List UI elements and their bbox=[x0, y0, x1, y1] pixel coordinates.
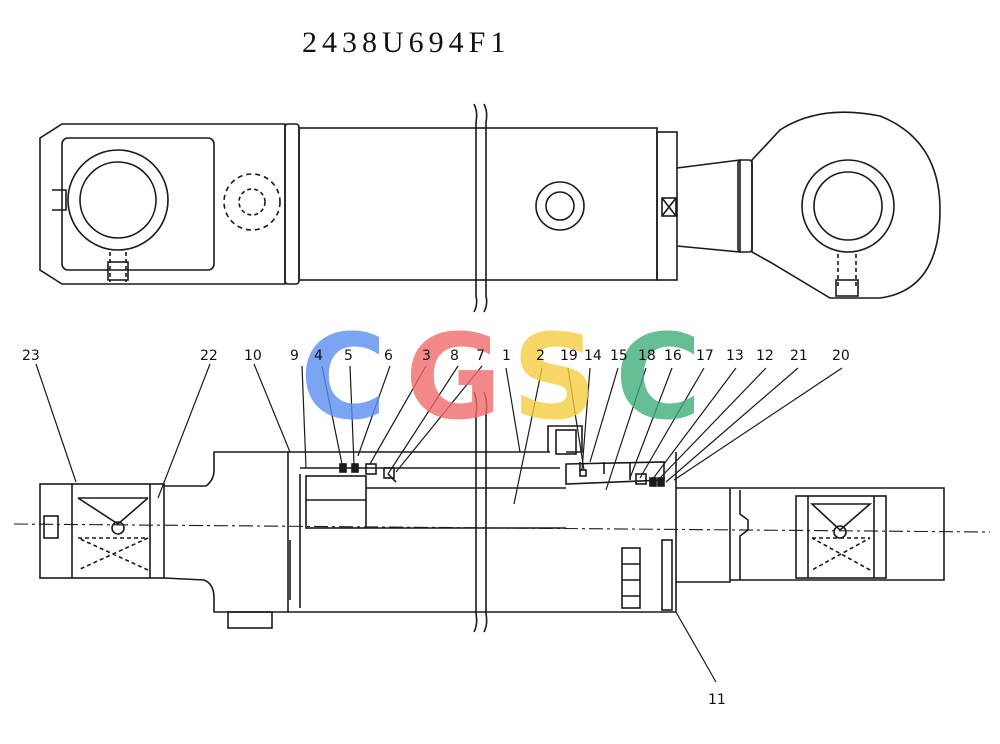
watermark-letter-1: C bbox=[300, 308, 387, 446]
watermark-letter-4: C bbox=[615, 308, 702, 446]
section-view bbox=[13, 391, 991, 633]
watermark-letter-2: G bbox=[405, 308, 502, 446]
callout: 1 bbox=[502, 348, 511, 364]
leader-lines bbox=[35, 363, 843, 683]
callout: 15 bbox=[610, 348, 628, 364]
callout: 16 bbox=[664, 348, 682, 364]
callout: 2 bbox=[536, 348, 545, 364]
watermark: C G S C bbox=[300, 308, 702, 446]
callout: 12 bbox=[756, 348, 774, 364]
top-right-pin-bore bbox=[801, 159, 895, 253]
top-clevis-plate bbox=[61, 137, 215, 271]
top-barrel bbox=[298, 127, 658, 281]
callout: 20 bbox=[832, 348, 850, 364]
top-center-port bbox=[535, 181, 585, 231]
callout: 17 bbox=[696, 348, 714, 364]
top-rod-eye bbox=[751, 111, 941, 299]
callout: 10 bbox=[244, 348, 262, 364]
top-view bbox=[39, 103, 941, 313]
head-body bbox=[163, 451, 289, 613]
callout: 5 bbox=[344, 348, 353, 364]
left-clevis-box bbox=[39, 483, 165, 579]
top-hidden-port bbox=[223, 173, 281, 231]
callout: 22 bbox=[200, 348, 218, 364]
callout-numbers: 23 22 10 9 4 5 6 3 8 7 1 2 19 14 15 18 1… bbox=[22, 348, 850, 708]
top-left-pin-bore bbox=[67, 149, 169, 251]
callout: 9 bbox=[290, 348, 299, 364]
callout: 6 bbox=[384, 348, 393, 364]
rod-extension bbox=[730, 487, 945, 581]
callout: 19 bbox=[560, 348, 578, 364]
callout: 8 bbox=[450, 348, 459, 364]
top-rod bbox=[676, 159, 741, 253]
callout: 11 bbox=[708, 692, 726, 708]
right-eye-box bbox=[795, 495, 887, 579]
callout: 18 bbox=[638, 348, 656, 364]
callout: 3 bbox=[422, 348, 431, 364]
callout: 7 bbox=[476, 348, 485, 364]
callout: 14 bbox=[584, 348, 602, 364]
callout: 23 bbox=[22, 348, 40, 364]
callout: 4 bbox=[314, 348, 323, 364]
callout: 13 bbox=[726, 348, 744, 364]
part-number-title: 2438U694F1 bbox=[302, 26, 511, 59]
watermark-letter-3: S bbox=[512, 308, 597, 446]
piston bbox=[305, 475, 367, 529]
callout: 21 bbox=[790, 348, 808, 364]
nameplate bbox=[621, 547, 641, 609]
